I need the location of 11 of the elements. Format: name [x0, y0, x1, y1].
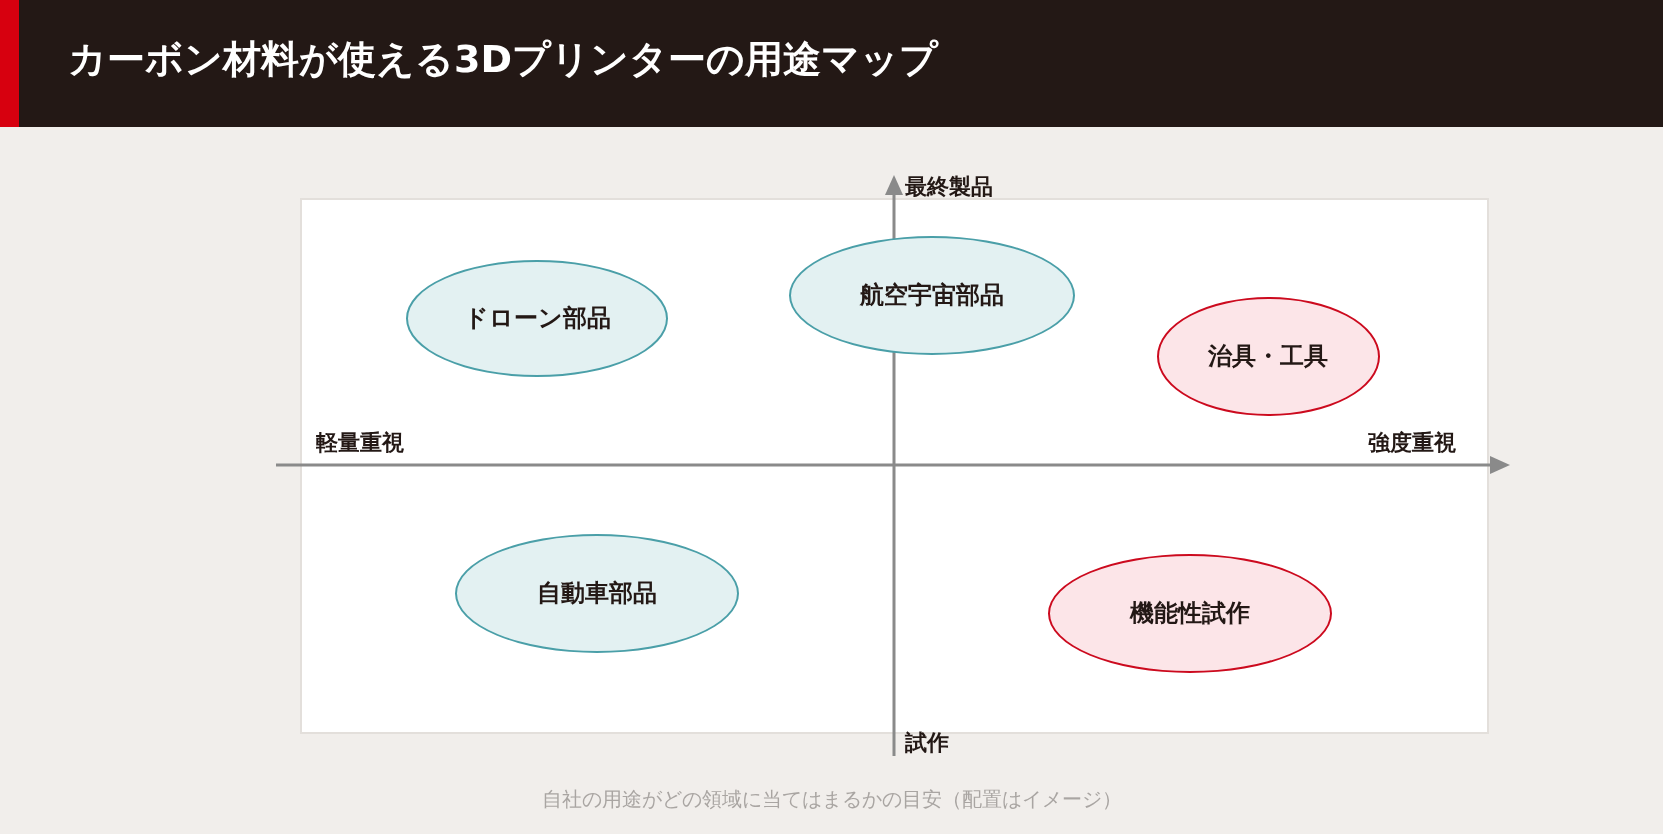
axis-label: 強度重視	[1368, 429, 1456, 457]
category-label: 航空宇宙部品	[860, 280, 1004, 311]
axis-label: 試作	[905, 729, 949, 757]
axis-label: 最終製品	[905, 173, 993, 201]
caption: 自社の用途がどの領域に当てはまるかの目安（配置はイメージ）	[540, 786, 1123, 813]
category-label: ドローン部品	[463, 303, 611, 334]
category-label: 治具・工具	[1208, 341, 1328, 372]
category-label: 自動車部品	[537, 578, 657, 609]
axis-label: 軽量重視	[316, 429, 404, 457]
category-label: 機能性試作	[1130, 598, 1250, 629]
title: カーボン材料が使える3Dプリンターの用途マップ	[68, 36, 938, 83]
